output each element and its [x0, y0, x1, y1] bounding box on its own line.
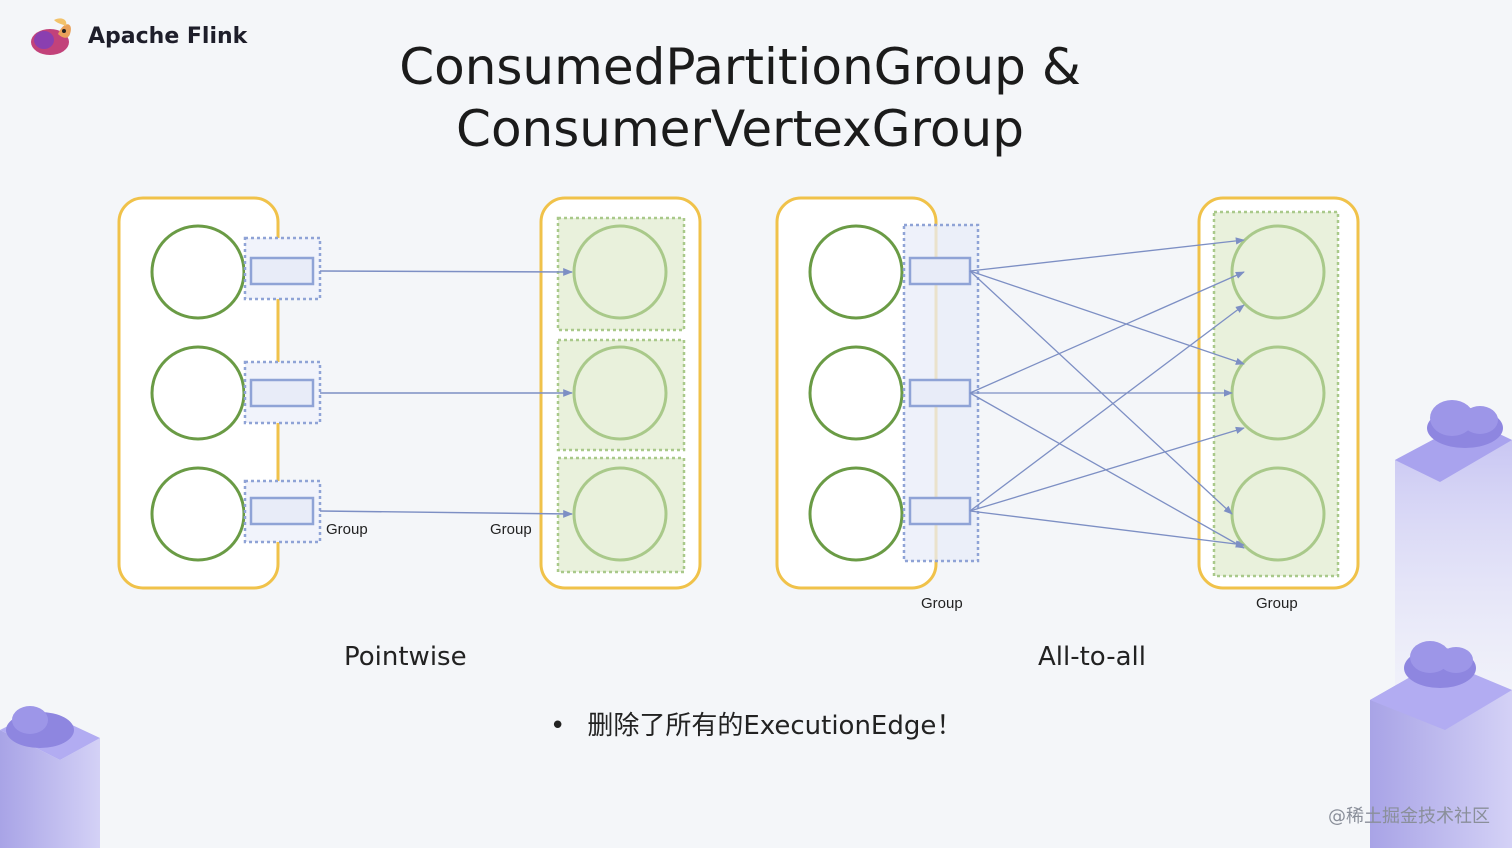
all-to-all-edge — [969, 304, 1245, 512]
decorative-block-right-top — [1395, 400, 1512, 690]
producer-subtask — [150, 345, 246, 441]
bullet-point: • 删除了所有的ExecutionEdge！ — [550, 705, 962, 742]
decorative-block-left — [0, 706, 100, 848]
watermark: @稀土掘金技术社区 — [1328, 806, 1490, 827]
consumer-subtask — [572, 345, 668, 441]
producer-subtask — [808, 345, 904, 441]
producer-subtask — [808, 224, 904, 320]
consumer-vertex-group — [556, 216, 686, 332]
consumer-group-label: Group — [1256, 595, 1298, 612]
result-partition — [249, 496, 315, 526]
consumer-subtask — [572, 466, 668, 562]
producer-subtask — [150, 224, 246, 320]
brand-name: Apache Flink — [88, 23, 248, 49]
pointwise-edge — [319, 268, 573, 276]
result-partition — [908, 256, 972, 286]
squirrel-logo-icon — [31, 18, 71, 55]
all-to-all-edge — [969, 270, 1245, 365]
partition-group-label: Group — [921, 595, 963, 612]
all-to-all-edge — [969, 271, 1245, 394]
pointwise-diagram: Group Group — [117, 196, 702, 590]
bullet-marker: • — [550, 711, 566, 741]
page-title: ConsumedPartitionGroup & ConsumerVertexG… — [340, 36, 1140, 160]
producer-subtask — [808, 466, 904, 562]
consumer-vertex-group — [1212, 210, 1340, 578]
consumer-group-label: Group — [490, 521, 532, 538]
result-partition — [249, 378, 315, 408]
all-to-all-edge — [969, 392, 1245, 549]
title-line-2: ConsumerVertexGroup — [456, 100, 1024, 158]
brand: Apache Flink — [28, 14, 247, 58]
bullet-text: 删除了所有的ExecutionEdge！ — [587, 711, 963, 741]
all-to-all-edge — [969, 237, 1245, 272]
all-to-all-edge — [969, 510, 1245, 548]
consumer-vertex-group — [556, 338, 686, 452]
result-partition — [908, 496, 972, 526]
title-line-1: ConsumedPartitionGroup & — [399, 38, 1081, 96]
consumer-subtask — [572, 224, 668, 320]
result-partition — [908, 378, 972, 408]
all-to-all-label: All-to-all — [1038, 642, 1146, 672]
result-partition — [249, 256, 315, 286]
producer-subtask — [150, 466, 246, 562]
partition-group-label: Group — [326, 521, 368, 538]
consumer-subtask — [1230, 224, 1326, 320]
pointwise-label: Pointwise — [344, 642, 467, 672]
all-to-all-diagram: Group Group — [775, 196, 1360, 612]
all-to-all-edge — [969, 426, 1245, 512]
consumer-vertex-group — [556, 456, 686, 574]
decorative-block-right-bottom — [1370, 641, 1512, 848]
pointwise-edge — [319, 509, 573, 518]
